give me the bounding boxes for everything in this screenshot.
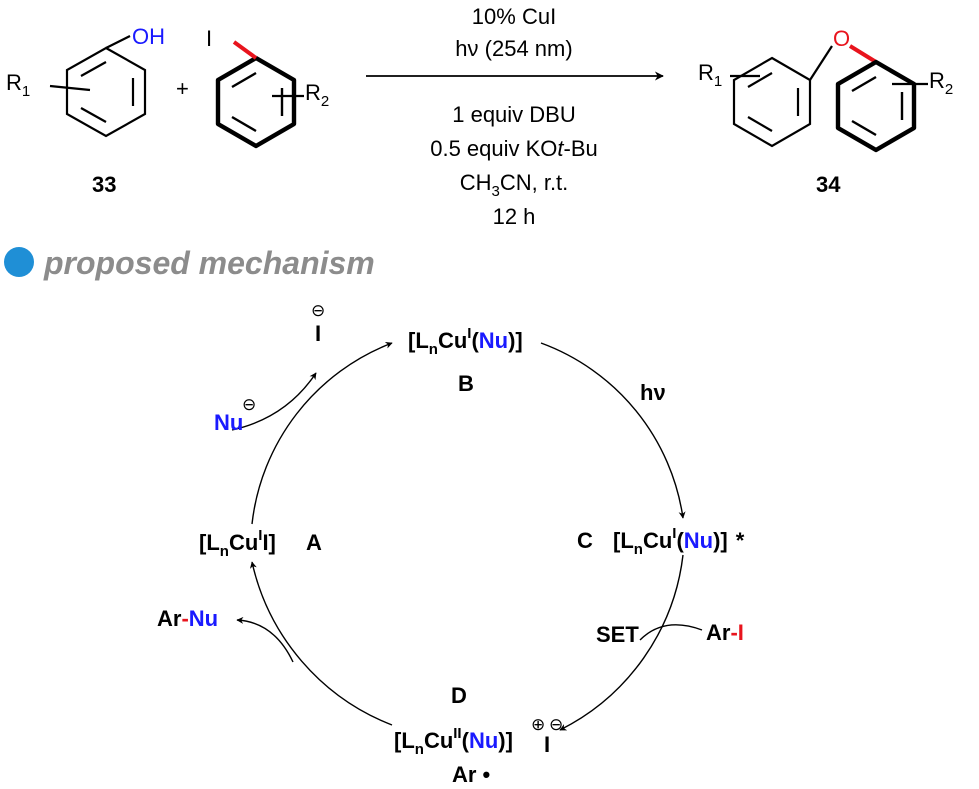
product-ring-2 (835, 59, 917, 153)
ar-nu-product: Ar-Nu (157, 606, 218, 631)
c-i-bond (232, 40, 258, 60)
product-r1-label: R1 (698, 60, 722, 90)
bullet-icon (4, 247, 34, 277)
product-ring-1 (732, 56, 812, 148)
species-c: [LnCuI(Nu)]* (613, 525, 745, 558)
species-d-label: D (451, 683, 467, 708)
arrow-b-to-c (540, 342, 686, 519)
phenol-r1-bond (49, 84, 91, 92)
species-a-label: A (306, 530, 322, 555)
light-label: hν (640, 380, 666, 405)
species-c-label: C (577, 528, 593, 553)
condition-hv: hν (254 nm) (455, 36, 572, 61)
phenol-r1-label: R1 (6, 70, 30, 100)
compound-33-label: 33 (92, 172, 116, 197)
nucleophile-charge: ⊖ (242, 395, 256, 414)
iodoarene-r2-label: R2 (305, 80, 329, 110)
condition-dbu: 1 equiv DBU (452, 102, 576, 127)
minus-charge: ⊖ (549, 715, 563, 734)
set-label: SET (596, 622, 639, 647)
product-co-bond-1 (809, 45, 833, 81)
species-b: [LnCuI(Nu)] (408, 325, 523, 358)
arrow-a-to-b (251, 341, 393, 525)
arrow-nu-in (231, 372, 317, 431)
condition-cui: 10% CuI (472, 4, 556, 29)
plus-sign: + (176, 76, 189, 101)
iodo-label: I (206, 26, 212, 51)
product-co-bond-2 (848, 44, 878, 64)
arrow-ar-i-in (639, 624, 703, 641)
phenol-structure (65, 46, 147, 138)
arrow-d-to-a (249, 561, 393, 726)
phenol-oh-bond (105, 35, 131, 49)
compound-34-label: 34 (816, 172, 841, 197)
plus-charge: ⊕ (531, 715, 545, 734)
species-d: [LnCuII(Nu)] (394, 725, 513, 758)
species-a: [LnCuII] (199, 527, 276, 560)
product-r2-label: R2 (929, 68, 953, 98)
arrow-c-to-d (559, 554, 684, 731)
ar-i-reagent: Ar-I (706, 620, 744, 645)
product-oxygen: O (833, 26, 850, 51)
aryl-radical: Ar • (452, 762, 490, 787)
iodide-out-charge: ⊖ (311, 301, 325, 320)
mechanism-heading: proposed mechanism (43, 245, 375, 281)
phenol-oh-label: OH (132, 24, 165, 49)
arrow-ar-nu-out (236, 616, 294, 663)
condition-kotbu: 0.5 equiv KOt-Bu (430, 136, 598, 161)
condition-solvent: CH3CN, r.t. (460, 170, 569, 200)
iodide-counterion: I (544, 732, 550, 757)
iodide-out: I (315, 321, 321, 346)
nucleophile-in: Nu (214, 410, 243, 435)
species-b-label: B (458, 371, 474, 396)
iodoarene-structure (215, 55, 297, 149)
condition-time: 12 h (493, 204, 536, 229)
